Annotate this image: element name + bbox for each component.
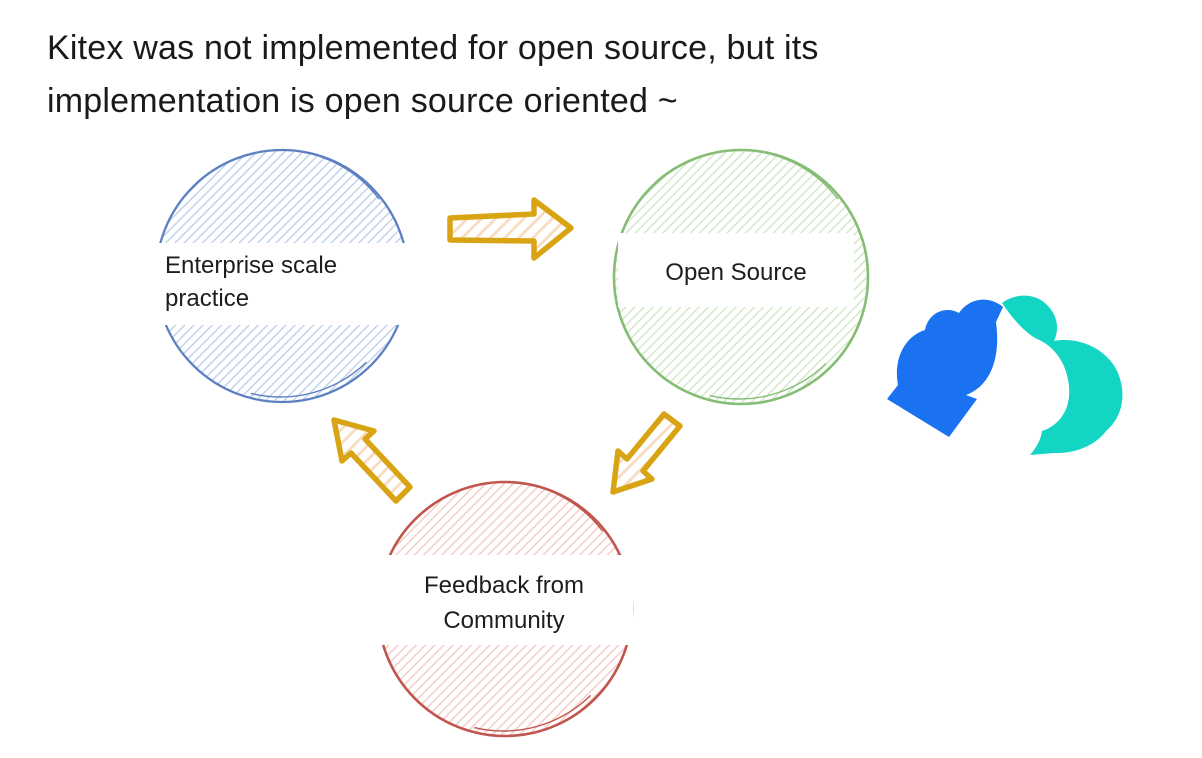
slide-title: Kitex was not implemented for open sourc…	[47, 22, 1157, 128]
enterprise-label-line-1: Enterprise scale	[165, 252, 338, 279]
arrow-opensource-to-feedback-icon	[610, 411, 683, 495]
logo-arrow-shape	[887, 299, 1003, 437]
open-source-label-band	[618, 233, 854, 307]
enterprise-label-line-2: practice	[165, 285, 250, 312]
arrow-feedback-to-enterprise-icon	[331, 417, 413, 504]
logo-cloud-shape	[1002, 295, 1123, 455]
feedback-label: Feedback from Community	[375, 568, 633, 638]
feedback-label-band	[375, 555, 633, 645]
feedback-label-line-2: Community	[443, 607, 565, 634]
title-line-2: implementation is open source oriented ~	[47, 82, 678, 120]
arrow-enterprise-to-opensource-icon	[447, 197, 574, 261]
enterprise-label-band	[148, 243, 413, 325]
feedback-node	[375, 480, 634, 738]
cloudwego-logo	[887, 295, 1123, 455]
open-source-circle-sketch-stroke	[613, 149, 865, 400]
enterprise-circle-sketch-stroke	[156, 149, 405, 398]
title-line-1: Kitex was not implemented for open sourc…	[47, 29, 819, 67]
feedback-circle-sketch-stroke	[378, 481, 629, 732]
open-source-node	[612, 148, 870, 406]
feedback-label-line-1: Feedback from	[423, 572, 585, 599]
enterprise-label: Enterprise scale practice	[165, 249, 410, 315]
open-source-label: Open Source	[665, 259, 807, 286]
enterprise-node	[148, 148, 413, 404]
